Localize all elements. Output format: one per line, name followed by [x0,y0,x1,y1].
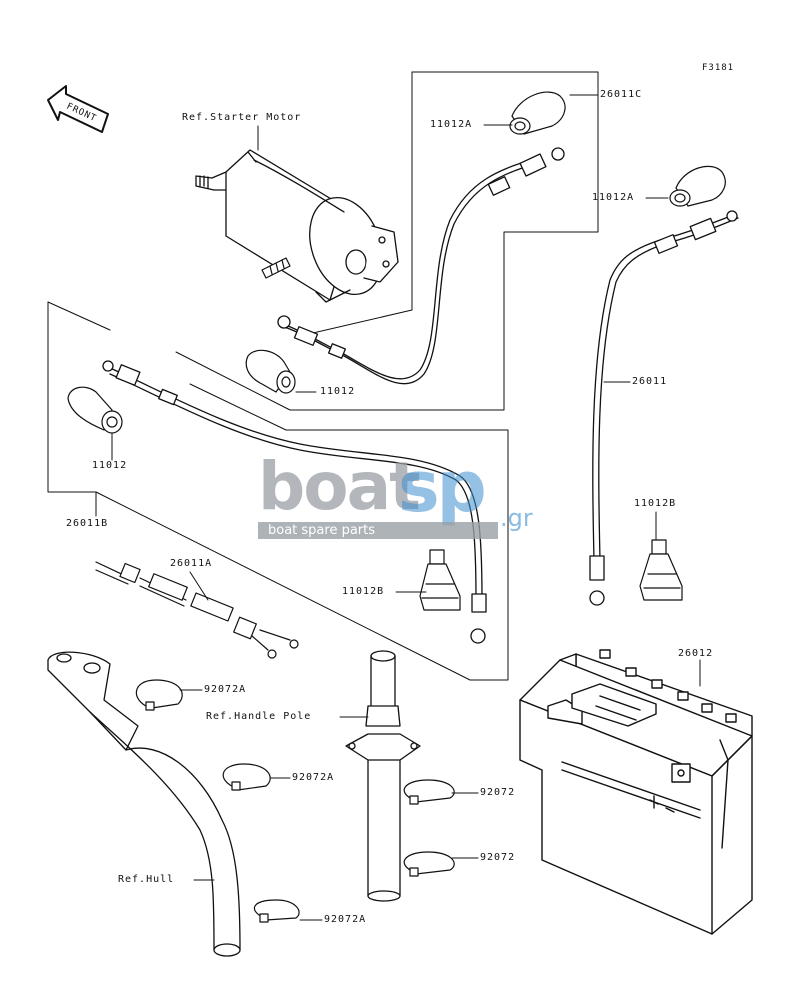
figure-code: F3181 [702,63,735,73]
starter-motor [195,149,399,303]
battery-26012 [519,649,753,935]
part-11012a-top-label: 11012A [430,119,473,130]
ref-starter-motor-label: Ref.Starter Motor [182,112,302,123]
part-11012b-right-label: 11012B [634,498,677,509]
part-26011a-label: 26011A [170,558,213,569]
part-92072a-1-label: 92072A [204,684,247,695]
part-11012-left-label: 11012 [92,460,128,471]
terminal-cap-11012a-top [509,91,566,135]
part-26011-label: 26011 [632,376,668,387]
leader-lines [95,94,701,921]
part-92072-1-label: 92072 [480,787,516,798]
clamp-92072-2 [403,851,455,877]
part-11012a-right-label: 11012A [592,192,635,203]
watermark-sp: sp [398,446,487,528]
watermark-tld: .gr [500,504,533,532]
part-11012-middle-label: 11012 [320,386,356,397]
clamp-92072a-2 [222,763,271,791]
terminal-cap-11012a-right [669,165,726,207]
ref-handle-pole-label: Ref.Handle Pole [206,711,312,722]
part-92072-2-label: 92072 [480,852,516,863]
front-arrow-icon: FRONT [47,85,109,133]
wire-harness-26011a [95,561,299,659]
bolt-part [261,257,291,279]
part-26011b-label: 26011B [66,518,109,529]
terminal-boot-11012b-middle [419,549,461,611]
part-11012b-middle-label: 11012B [342,586,385,597]
clamp-92072a-3 [253,899,300,923]
cable-26011c [277,147,565,385]
clamp-92072a-1 [135,679,183,711]
cable-26011 [589,210,739,606]
hull-bracket [47,651,241,957]
part-92072a-2-label: 92072A [292,772,335,783]
terminal-cap-11012-middle [245,349,296,394]
group-brackets [47,71,599,681]
watermark-word: boat [258,448,421,525]
ref-hull-label: Ref.Hull [118,874,175,885]
part-92072a-3-label: 92072A [324,914,367,925]
cable-26011b [102,360,487,644]
terminal-boot-11012b-right [639,539,683,601]
watermark-tagline: boat spare parts [268,523,376,538]
handle-pole [345,650,421,902]
part-26012-label: 26012 [678,648,714,659]
part-26011c-label: 26011C [600,89,643,100]
terminal-cap-11012-left [67,386,123,434]
clamp-92072-1 [403,779,455,805]
watermark-bar [258,522,498,539]
